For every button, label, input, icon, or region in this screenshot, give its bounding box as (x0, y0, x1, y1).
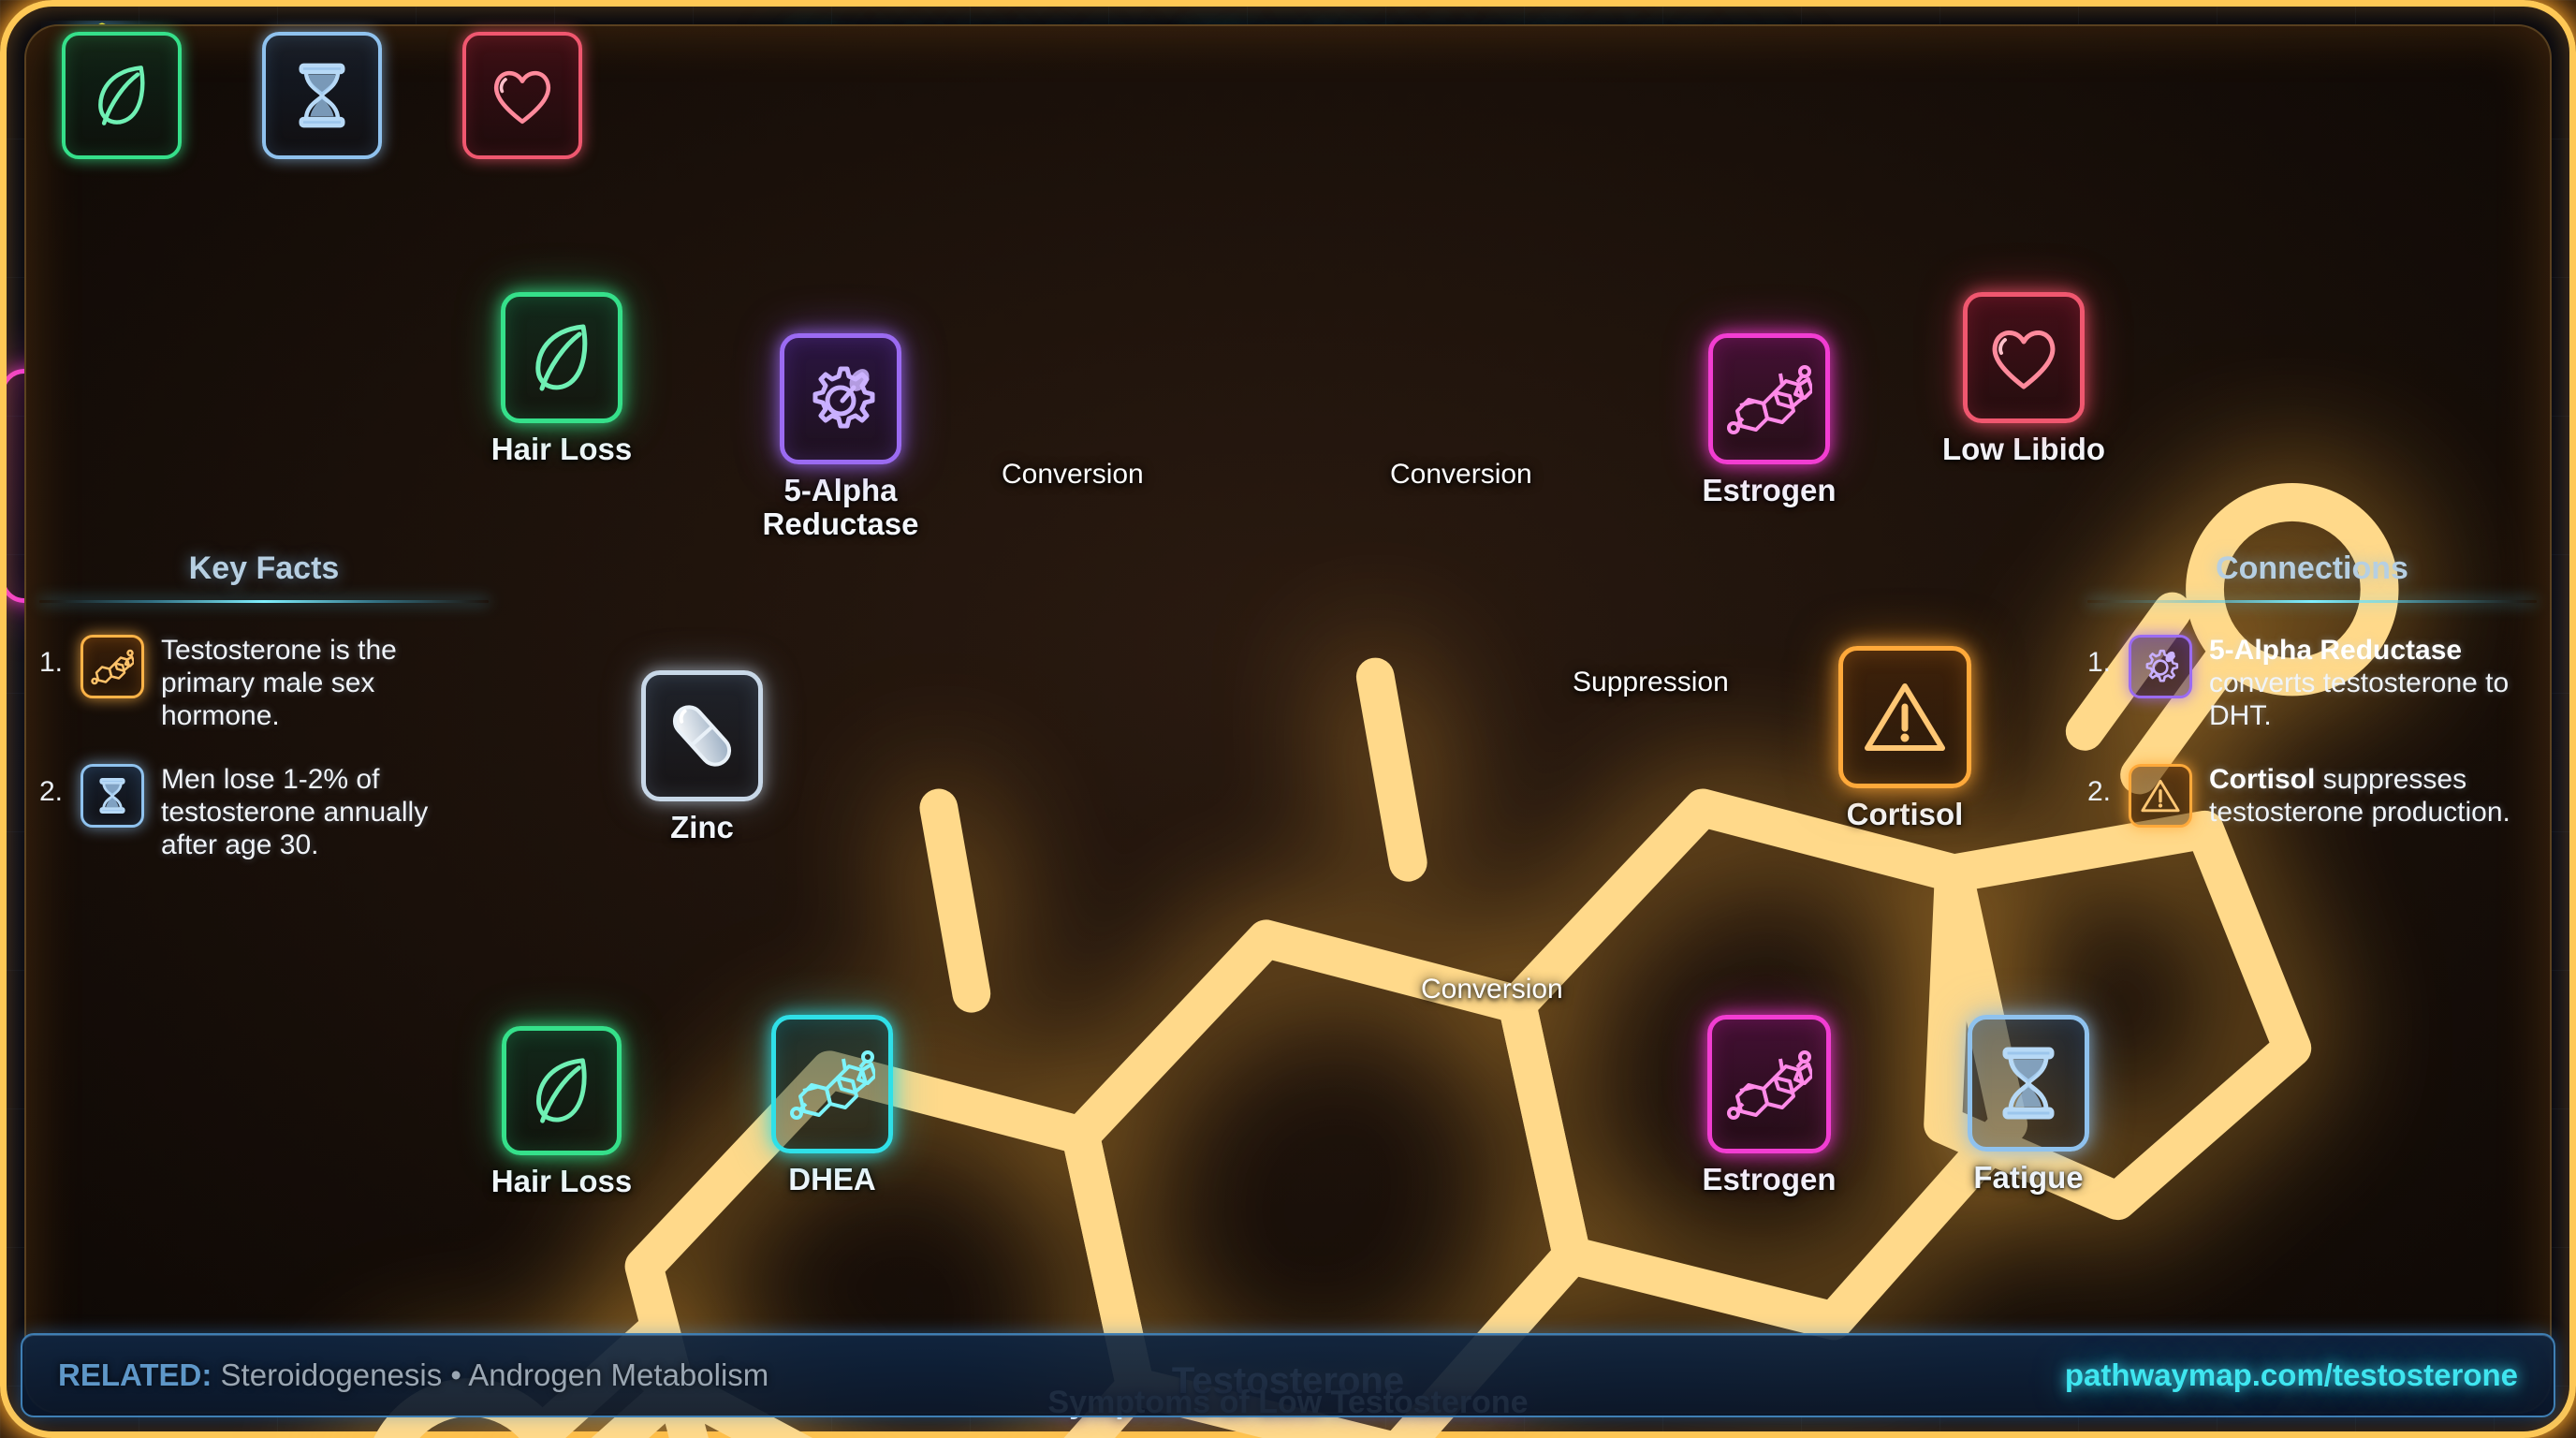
key-facts-title: Key Facts (188, 550, 340, 586)
pill-capsule-icon (672, 705, 732, 767)
edge-label-conversion-bottom: Conversion (1421, 974, 1563, 1005)
node-cortisol[interactable]: Cortisol (1816, 646, 1994, 831)
leaf-icon (536, 1058, 587, 1123)
gear-enzyme-icon (812, 366, 875, 429)
node-estrogen-top[interactable]: Estrogen (1666, 333, 1872, 507)
connection-item: 2. Cortisol suppresses testosterone prod… (2087, 764, 2537, 829)
key-facts-panel: Key Facts 1. Testosterone is the primary… (39, 550, 489, 862)
symptom-card-hair-loss[interactable] (62, 32, 182, 159)
key-fact-item: 1. Testosterone is the primary male sex … (39, 635, 489, 732)
steroid-molecule-icon (1727, 365, 1812, 434)
steroid-molecule-icon (91, 649, 134, 685)
node-estrogen-bottom[interactable]: Estrogen (1676, 1015, 1863, 1196)
node-dhea[interactable]: DHEA (743, 1015, 921, 1196)
node-low-libido[interactable]: Low Libido (1930, 292, 2117, 466)
leaf-icon (535, 324, 588, 391)
connection-text: Cortisol suppresses testosterone product… (2209, 764, 2537, 829)
hourglass-icon (99, 778, 125, 814)
connection-desc: converts testosterone to DHT. (2209, 667, 2510, 731)
panel-divider (2087, 600, 2537, 603)
related-label: RELATED: (58, 1357, 212, 1392)
node-five-alpha-reductase[interactable]: 5-Alpha Reductase (738, 333, 944, 542)
gear-enzyme-icon (2145, 649, 2179, 682)
related-items: Steroidogenesis • Androgen Metabolism (220, 1357, 769, 1392)
node-zinc[interactable]: Zinc (618, 670, 786, 844)
symptom-card-fatigue[interactable] (262, 32, 382, 159)
badge-steroid-molecule (80, 635, 144, 698)
leaf-icon (98, 66, 145, 125)
node-hair-loss-bottom[interactable]: Hair Loss (468, 1026, 655, 1198)
edge-label-conversion-left: Conversion (1002, 459, 1144, 490)
connection-term: 5-Alpha Reductase (2209, 635, 2463, 666)
node-label: Zinc (670, 810, 734, 844)
warning-triangle-icon (1865, 683, 1945, 751)
connection-text: 5-Alpha Reductase converts testosterone … (2209, 635, 2537, 732)
steroid-molecule-icon (790, 1050, 875, 1120)
node-label: 5-Alpha Reductase (762, 473, 919, 542)
node-label: Hair Loss (490, 432, 633, 466)
list-number: 2. (39, 776, 64, 808)
connections-panel: Connections 1. 5-Alpha Reductase convert… (2087, 550, 2537, 829)
hourglass-icon (2002, 1047, 2055, 1120)
connection-term: Cortisol (2209, 764, 2316, 796)
connection-desc: suppresses testosterone production. (2209, 764, 2510, 829)
node-label: Hair Loss (490, 1164, 633, 1198)
footer-bar: RELATED: Steroidogenesis • Androgen Meta… (21, 1333, 2555, 1417)
node-fatigue[interactable]: Fatigue (1939, 1015, 2117, 1195)
node-label: DHEA (788, 1162, 876, 1196)
site-url[interactable]: pathwaymap.com/testosterone (2064, 1357, 2518, 1392)
key-fact-text: Men lose 1-2% of testosterone annually a… (161, 764, 429, 860)
node-label: Low Libido (1941, 432, 2106, 466)
panel-divider (39, 600, 489, 603)
badge-warning-triangle (2129, 764, 2192, 829)
badge-gear-enzyme (2129, 635, 2192, 698)
badge-hourglass (80, 764, 144, 829)
edge-label-conversion-right: Conversion (1390, 459, 1532, 490)
node-hair-loss-top[interactable]: Hair Loss (468, 292, 655, 466)
related-links: RELATED: Steroidogenesis • Androgen Meta… (58, 1357, 768, 1393)
heart-icon (1992, 330, 2056, 389)
symptom-card-low-libido[interactable] (462, 32, 582, 159)
node-label: Estrogen (1702, 1162, 1837, 1196)
key-fact-text: Testosterone is the primary male sex hor… (161, 635, 397, 731)
node-label: Estrogen (1702, 473, 1837, 507)
node-label: Cortisol (1846, 797, 1964, 831)
steroid-molecule-icon (1727, 1050, 1812, 1120)
warning-triangle-icon (2141, 780, 2180, 813)
edge-label-suppression: Suppression (1573, 667, 1729, 697)
list-number: 1. (39, 647, 64, 678)
list-number: 1. (2087, 647, 2112, 678)
key-fact-item: 2. Men lose 1-2% of testosterone annuall… (39, 764, 489, 861)
hourglass-icon (299, 63, 345, 128)
connections-title: Connections (2216, 550, 2408, 586)
list-number: 2. (2087, 776, 2112, 808)
heart-icon (493, 70, 551, 125)
node-label: Fatigue (1973, 1160, 2084, 1195)
connection-item: 1. 5-Alpha Reductase converts testostero… (2087, 635, 2537, 732)
